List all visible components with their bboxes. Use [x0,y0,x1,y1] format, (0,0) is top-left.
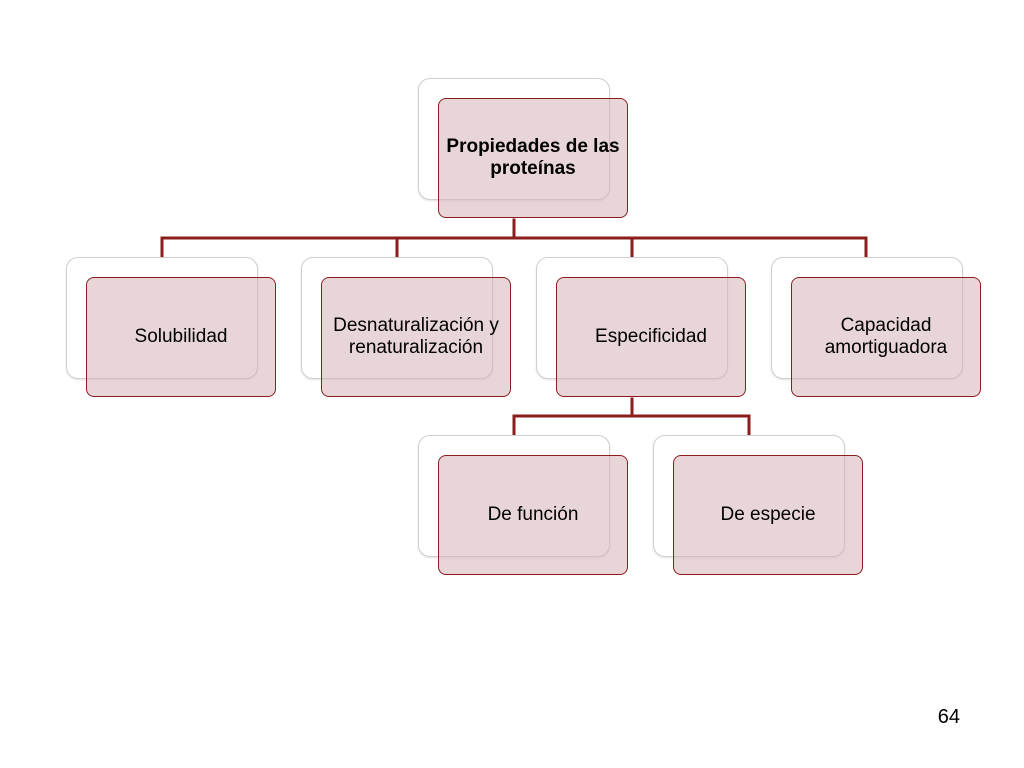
node-de-funcion-label: De función [487,504,579,525]
node-solubilidad-label: Solubilidad [134,326,228,347]
node-desnaturalizacion-box: Desnaturalización y renaturalización [321,277,511,397]
node-root: Propiedades de las proteínas [418,78,628,218]
node-de-especie-label: De especie [720,504,816,525]
node-especificidad-label: Especificidad [595,326,707,347]
node-root-box: Propiedades de las proteínas [438,98,628,218]
node-root-label: Propiedades de las proteínas [446,136,620,179]
page-number: 64 [937,706,960,728]
node-solubilidad-box: Solubilidad [86,277,276,397]
node-especificidad: Especificidad [536,257,746,397]
node-capacidad-label: Capacidad amortiguadora [824,315,948,358]
node-de-especie-box: De especie [673,455,863,575]
node-desnaturalizacion: Desnaturalización y renaturalización [301,257,511,397]
node-especificidad-box: Especificidad [556,277,746,397]
node-de-funcion: De función [418,435,628,575]
node-de-funcion-box: De función [438,455,628,575]
node-capacidad: Capacidad amortiguadora [771,257,981,397]
node-solubilidad: Solubilidad [66,257,276,397]
node-capacidad-box: Capacidad amortiguadora [791,277,981,397]
node-desnaturalizacion-label: Desnaturalización y renaturalización [333,315,499,358]
node-de-especie: De especie [653,435,863,575]
